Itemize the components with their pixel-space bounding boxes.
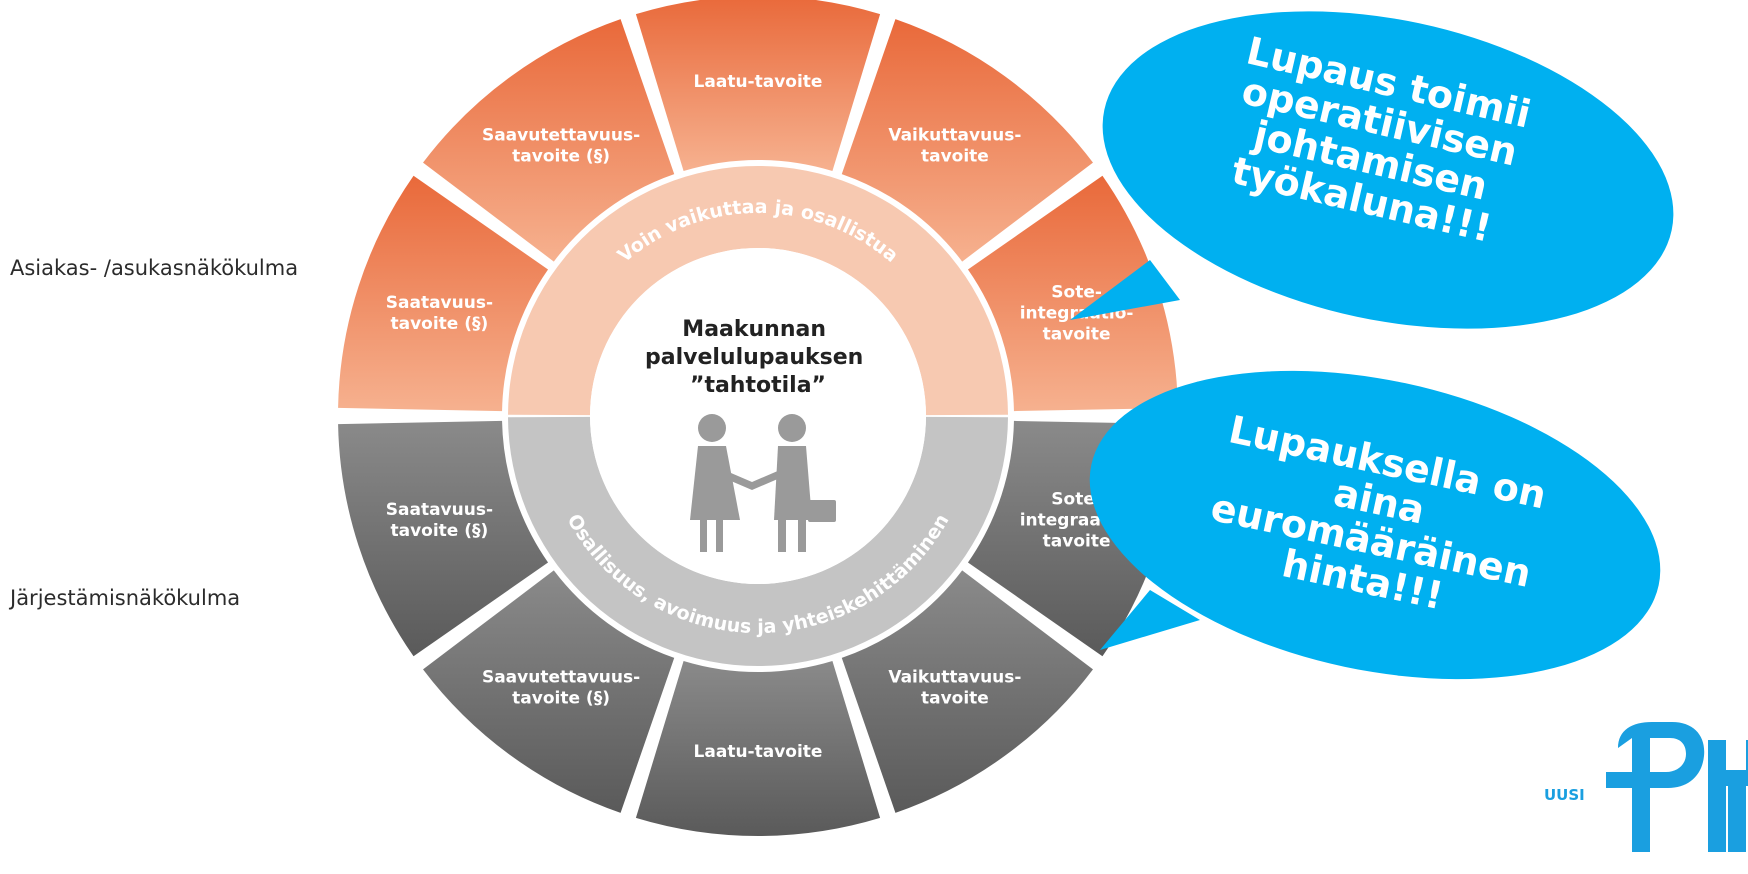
lower-segment-label-line: Saatavuus- bbox=[386, 500, 493, 520]
lower-segment-3 bbox=[635, 660, 881, 837]
upper-segment-label-line: Saatavuus- bbox=[386, 293, 493, 313]
lower-segment-label-2: Vaikuttavuus-tavoite bbox=[888, 668, 1021, 709]
upper-segment-label-4: Vaikuttavuus-tavoite bbox=[888, 125, 1021, 166]
logo-uusi-text: UUSI bbox=[1544, 786, 1585, 804]
upper-inner-ring bbox=[508, 165, 1008, 416]
lower-segment-label-line: tavoite bbox=[921, 689, 989, 709]
center-title: Maakunnan palvelulupauksen ”tahtotila” bbox=[645, 317, 871, 398]
lower-segment-label-5: Saatavuus-tavoite (§) bbox=[386, 500, 493, 541]
uusi-ph-logo bbox=[1606, 722, 1748, 852]
upper-segment-label-line: Saavutettavuus- bbox=[482, 125, 640, 145]
lower-inner-ring bbox=[508, 416, 1008, 667]
bubble-2-tail bbox=[1100, 590, 1200, 650]
upper-segment-2 bbox=[423, 19, 675, 262]
center-disc bbox=[590, 248, 926, 584]
upper-segment-label-line: Laatu-tavoite bbox=[694, 72, 823, 92]
bubble-1-tail bbox=[1070, 260, 1180, 320]
lower-segment-label-1: Sote-integraatio-tavoite bbox=[1020, 490, 1134, 552]
lower-segment-2 bbox=[841, 570, 1093, 813]
lower-segment-4 bbox=[423, 570, 675, 813]
upper-segments bbox=[338, 0, 1178, 412]
upper-segment-label-2: Saavutettavuus-tavoite (§) bbox=[482, 125, 640, 166]
upper-segment-label-line: tavoite (§) bbox=[390, 314, 488, 334]
lower-segment-label-line: Vaikuttavuus- bbox=[888, 668, 1021, 688]
lower-segments bbox=[338, 420, 1178, 837]
asiakas-perspective-label: Asiakas- /asukasnäkökulma bbox=[10, 256, 299, 280]
upper-segment-label-1: Saatavuus-tavoite (§) bbox=[386, 293, 493, 334]
center-title-line-2: palvelulupauksen bbox=[645, 345, 863, 370]
handshake-people-icon bbox=[690, 414, 836, 552]
upper-segment-5 bbox=[967, 175, 1178, 412]
center-title-line-3: ”tahtotila” bbox=[690, 373, 826, 398]
bubble-2 bbox=[1089, 370, 1661, 680]
lower-segment-label-line: Saavutettavuus- bbox=[482, 668, 640, 688]
lower-segment-label-3: Laatu-tavoite bbox=[694, 742, 823, 762]
upper-segment-label-line: tavoite (§) bbox=[512, 146, 610, 166]
center-title-line-1: Maakunnan bbox=[682, 317, 826, 342]
upper-segment-label-line: tavoite bbox=[921, 146, 989, 166]
bubble-1 bbox=[1102, 11, 1674, 329]
lower-segment-label-4: Saavutettavuus-tavoite (§) bbox=[482, 668, 640, 709]
upper-segment-label-line: Sote- bbox=[1051, 282, 1102, 302]
lower-segment-label-line: tavoite bbox=[1043, 532, 1111, 552]
jarjestamis-perspective-label: Järjestämisnäkökulma bbox=[10, 586, 241, 610]
lower-segment-label-line: Sote- bbox=[1051, 490, 1102, 510]
lower-segment-label-line: Laatu-tavoite bbox=[694, 742, 823, 762]
upper-segment-3 bbox=[635, 0, 881, 172]
upper-segment-label-line: Vaikuttavuus- bbox=[888, 125, 1021, 145]
segment-labels: Saatavuus-tavoite (§)Saavutettavuus-tavo… bbox=[386, 72, 1134, 762]
speech-bubbles bbox=[1070, 11, 1674, 680]
lower-segment-label-line: tavoite (§) bbox=[390, 521, 488, 541]
upper-segment-1 bbox=[338, 175, 549, 412]
upper-segment-label-3: Laatu-tavoite bbox=[694, 72, 823, 92]
lower-segment-label-line: tavoite (§) bbox=[512, 689, 610, 709]
upper-segment-label-line: tavoite bbox=[1043, 324, 1111, 344]
upper-segment-4 bbox=[841, 19, 1093, 262]
lower-segment-5 bbox=[338, 420, 549, 657]
inner-rings bbox=[508, 165, 1008, 667]
